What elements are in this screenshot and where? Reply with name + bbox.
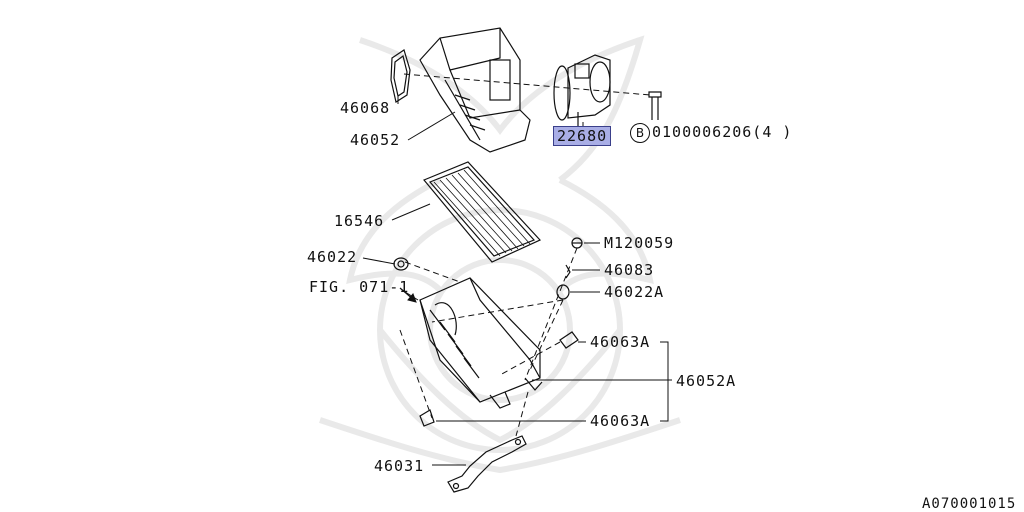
part-label-46068: 46068 xyxy=(340,99,391,117)
part-label-16546: 16546 xyxy=(334,212,385,230)
part-label-46052A: 46052A xyxy=(676,372,737,390)
part-label-46063A-top: 46063A xyxy=(590,333,651,351)
lower-case-46052A xyxy=(419,277,543,409)
part-label-46063A-bottom: 46063A xyxy=(590,412,651,430)
assembly-lines xyxy=(399,73,651,437)
air-filter-element-16546 xyxy=(423,161,542,263)
fig-ref-arrow xyxy=(399,287,417,303)
clip-46063A-top xyxy=(559,331,579,349)
part-label-22680: 22680 xyxy=(553,126,612,146)
gasket-46068 xyxy=(390,49,411,103)
part-label-46083: 46083 xyxy=(604,261,655,279)
leader-lines xyxy=(362,96,672,466)
upper-case-46052 xyxy=(419,27,531,153)
part-label-46031: 46031 xyxy=(374,457,425,475)
bolt-spec-label: 0100006206(4 ) xyxy=(652,123,793,141)
bolt-mark-icon: B xyxy=(630,123,650,143)
air-flow-meter-22680 xyxy=(553,54,611,141)
part-label-M120059: M120059 xyxy=(604,234,675,252)
bracket-46031 xyxy=(447,435,527,493)
part-label-46022: 46022 xyxy=(307,248,358,266)
grommet-46022A xyxy=(556,284,570,300)
part-label-46022A: 46022A xyxy=(604,283,665,301)
pin-46083 xyxy=(565,264,571,279)
figure-reference-label: FIG. 071-1 xyxy=(309,278,410,296)
clip-46063A-bottom xyxy=(419,409,435,427)
part-label-46052: 46052 xyxy=(350,131,401,149)
screw-part xyxy=(648,91,662,120)
drawing-code: A070001015 xyxy=(922,496,1017,512)
